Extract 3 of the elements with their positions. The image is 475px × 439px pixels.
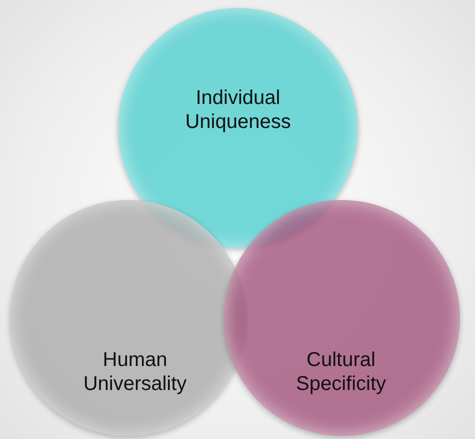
circle-label: Cultural Specificity [294, 348, 388, 396]
circle-label: Human Universality [82, 348, 188, 396]
circle-label: Individual Uniqueness [184, 86, 292, 134]
